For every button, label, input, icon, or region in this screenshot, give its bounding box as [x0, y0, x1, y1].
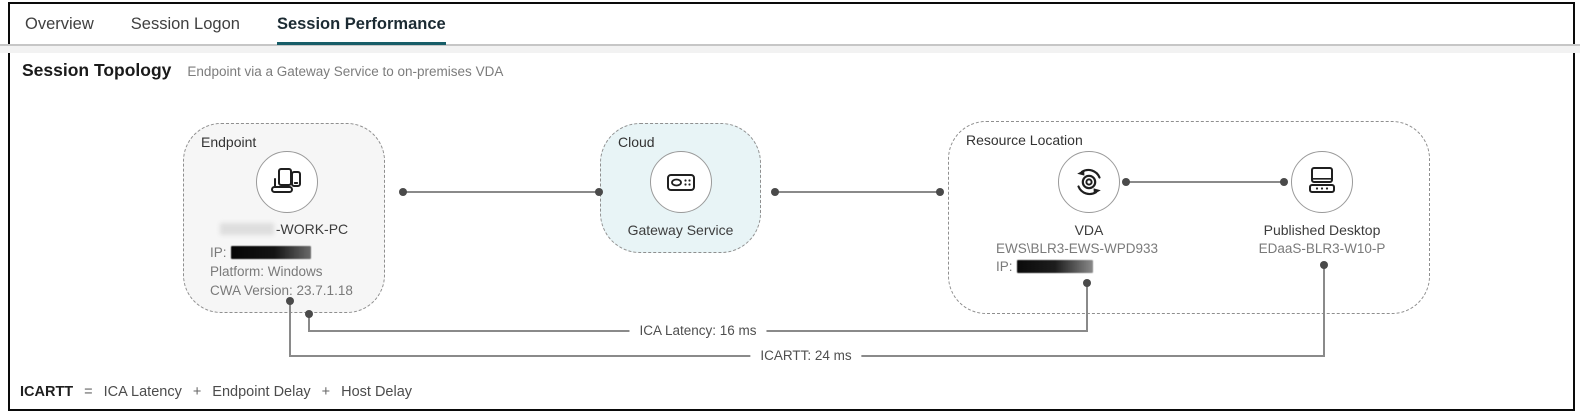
icartt-label: ICARTT: 24 ms	[750, 347, 862, 364]
tab-bar-divider	[0, 44, 1580, 46]
endpoint-cwa-version: CWA Version: 23.7.1.18	[210, 283, 353, 298]
formula-part-host-delay: Host Delay	[341, 384, 413, 400]
resource-location-group-box: Resource Location	[948, 121, 1430, 314]
ica-latency-label: ICA Latency: 16 ms	[629, 322, 767, 339]
gateway-icon	[663, 164, 699, 200]
gateway-service-label: Gateway Service	[627, 222, 734, 238]
resource-location-group-label: Resource Location	[966, 132, 1083, 148]
devices-icon	[269, 164, 305, 200]
tab-bar-divider-shadow	[0, 46, 1580, 53]
cloud-group-label: Cloud	[618, 134, 655, 150]
vda-ip-label: IP:	[996, 259, 1013, 274]
endpoint-ip-row: IP:	[210, 243, 353, 262]
redacted-vda-ip	[1016, 260, 1093, 273]
endpoint-details: IP: Platform: Windows CWA Version: 23.7.…	[210, 243, 353, 300]
formula-part-endpoint-delay: Endpoint Delay	[212, 384, 311, 400]
icartt-line	[1323, 265, 1325, 357]
published-desktop-label: Published Desktop	[1263, 222, 1381, 238]
vda-ip-row: IP:	[996, 259, 1093, 274]
icartt-desktop-dot	[1320, 261, 1328, 269]
formula-plus: +	[192, 384, 202, 400]
icartt-formula: ICARTT = ICA Latency + Endpoint Delay + Host D…	[20, 384, 412, 400]
gateway-service-node[interactable]	[650, 151, 712, 213]
connector-cloud-resource	[771, 188, 944, 196]
endpoint-ip-label: IP:	[210, 245, 227, 260]
redacted-endpoint-name	[219, 223, 274, 235]
endpoint-node[interactable]	[256, 151, 318, 213]
connector-endpoint-cloud	[399, 188, 603, 196]
ica-latency-vda-dot	[1083, 279, 1091, 287]
endpoint-platform: Platform: Windows	[210, 264, 323, 279]
vda-node[interactable]	[1058, 151, 1120, 213]
connector-vda-desktop	[1122, 178, 1288, 186]
ica-latency-line	[1086, 283, 1088, 332]
formula-term: ICARTT	[20, 384, 74, 400]
endpoint-machine-name: -WORK-PC	[183, 221, 385, 237]
formula-part-ica-latency: ICA Latency	[103, 384, 182, 400]
endpoint-group-label: Endpoint	[201, 134, 257, 150]
vda-machine-name: EWS\BLR3-EWS-WPD933	[996, 241, 1159, 256]
section-header: Session Topology Endpoint via a Gateway …	[22, 60, 503, 81]
page-title: Session Topology	[22, 60, 172, 80]
redacted-endpoint-ip	[230, 246, 311, 259]
tab-bar: Overview Session Logon Session Performan…	[25, 13, 446, 45]
vda-label: VDA	[1074, 222, 1104, 238]
published-desktop-node[interactable]	[1291, 151, 1353, 213]
published-desktop-machine-name: EDaaS-BLR3-W10-P	[1258, 241, 1386, 256]
tab-session-performance[interactable]: Session Performance	[276, 13, 446, 45]
tab-overview[interactable]: Overview	[25, 15, 94, 33]
published-desktop-icon	[1304, 164, 1340, 200]
icartt-line	[289, 301, 291, 357]
icartt-endpoint-dot	[286, 297, 294, 305]
endpoint-name-suffix: -WORK-PC	[275, 221, 349, 237]
ica-latency-line	[308, 314, 310, 331]
formula-equals: =	[84, 384, 93, 400]
ica-latency-endpoint-dot	[305, 310, 313, 318]
page-subtitle: Endpoint via a Gateway Service to on-pre…	[187, 64, 504, 79]
tab-session-logon[interactable]: Session Logon	[130, 15, 240, 33]
formula-plus: +	[321, 384, 331, 400]
vda-sync-icon	[1071, 164, 1107, 200]
